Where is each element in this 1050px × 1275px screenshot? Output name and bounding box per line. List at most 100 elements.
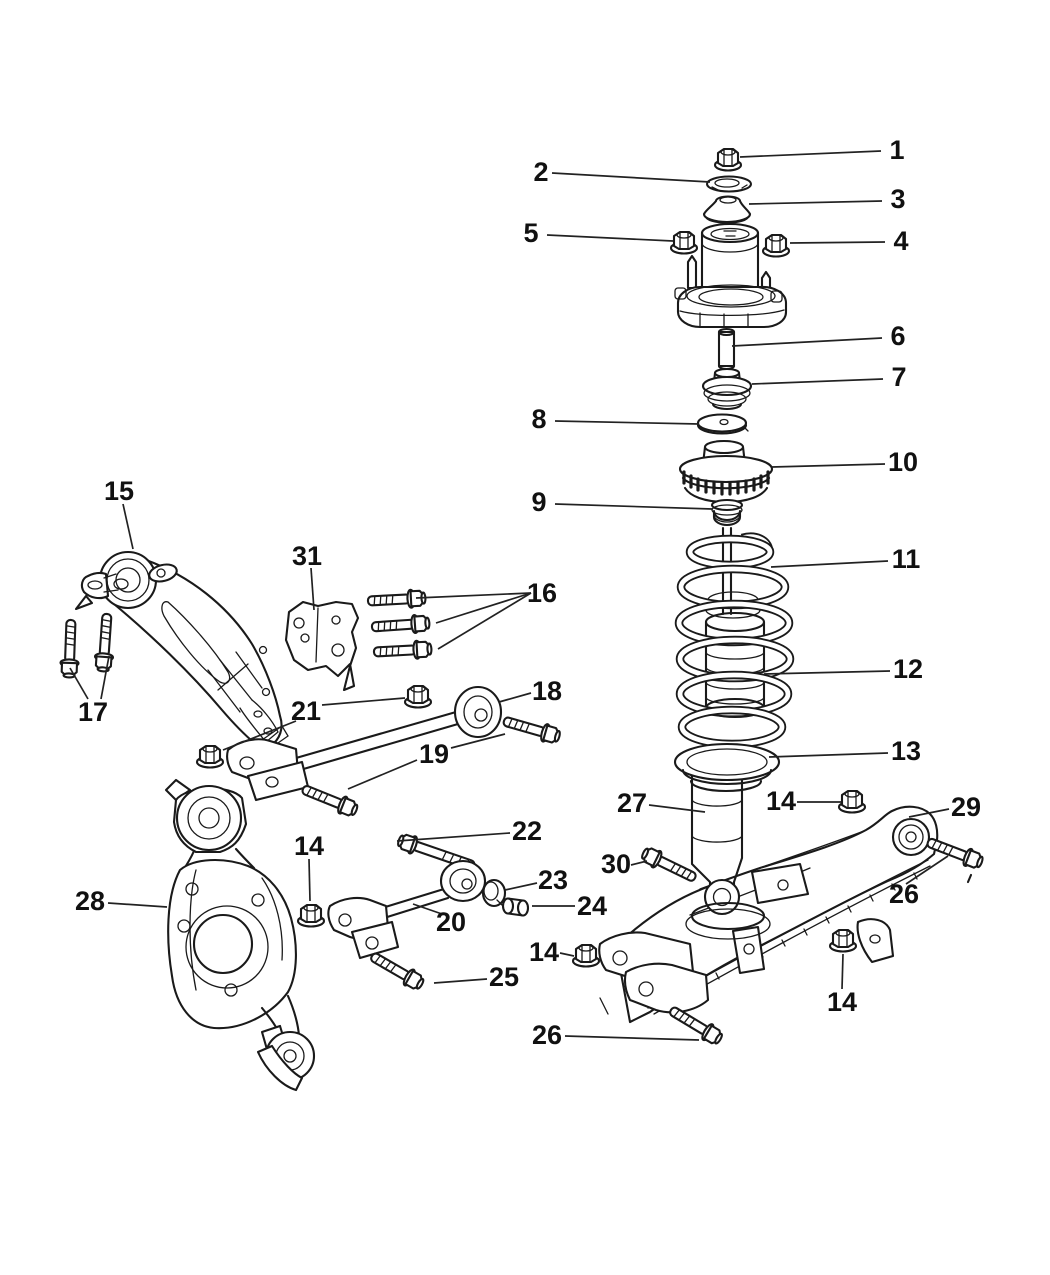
leader-line-16 bbox=[437, 592, 532, 650]
strut-mount bbox=[674, 222, 788, 329]
knuckle-28 bbox=[164, 778, 316, 1092]
leader-line-26 bbox=[905, 855, 949, 885]
lateral-arm-18 bbox=[226, 685, 503, 802]
leader-line-26 bbox=[564, 1035, 700, 1041]
bumper-9 bbox=[710, 498, 744, 527]
arm-fork-plate-b bbox=[624, 962, 710, 1014]
callout-label-24: 24 bbox=[577, 891, 607, 921]
washer-2 bbox=[705, 175, 753, 193]
leader-line-15 bbox=[122, 503, 134, 550]
callout-label-14: 14 bbox=[294, 831, 324, 861]
leader-line-10 bbox=[771, 463, 886, 468]
leader-line-16 bbox=[435, 592, 532, 624]
nut-21a bbox=[403, 684, 433, 709]
leader-line-16 bbox=[415, 592, 532, 599]
leader-line-21 bbox=[222, 720, 297, 751]
leader-line-27 bbox=[648, 804, 706, 813]
leader-line-3 bbox=[748, 200, 883, 205]
arm-front-tab bbox=[80, 571, 110, 600]
callout-label-12: 12 bbox=[893, 654, 923, 684]
leader-line-9 bbox=[554, 503, 713, 510]
washer-23 bbox=[481, 878, 507, 908]
callout-label-21: 21 bbox=[291, 696, 321, 726]
bolt-30 bbox=[638, 843, 700, 888]
leader-line-12 bbox=[763, 670, 891, 675]
leader-line-8 bbox=[554, 420, 700, 425]
arm-bracket-c bbox=[856, 918, 895, 964]
leader-line-19 bbox=[347, 759, 418, 790]
leader-line-25 bbox=[433, 978, 488, 984]
leader-line-1 bbox=[739, 150, 882, 158]
spring-isolator-13 bbox=[673, 742, 781, 793]
bolt-16b bbox=[370, 612, 432, 638]
callout-label-5: 5 bbox=[523, 218, 538, 248]
trailing-arm-upper bbox=[74, 550, 289, 751]
leader-line-14 bbox=[559, 952, 575, 957]
callout-label-26: 26 bbox=[532, 1020, 562, 1050]
nut-14d bbox=[828, 928, 858, 953]
leader-line-21 bbox=[321, 697, 406, 706]
leader-line-18 bbox=[498, 692, 532, 703]
callout-label-16: 16 bbox=[527, 578, 557, 608]
washer-8 bbox=[696, 413, 749, 435]
callout-label-14: 14 bbox=[827, 987, 857, 1017]
nut-14b bbox=[571, 943, 601, 968]
arm-bracket-a bbox=[750, 862, 810, 905]
jounce-bumper-cup-10 bbox=[678, 439, 774, 504]
bolt-19a bbox=[500, 711, 563, 747]
leader-line-28 bbox=[107, 902, 168, 908]
cone-bushing-3 bbox=[702, 195, 752, 224]
leader-line-4 bbox=[789, 241, 886, 244]
leader-line-2 bbox=[551, 172, 711, 183]
callout-label-6: 6 bbox=[890, 321, 905, 351]
callout-label-11: 11 bbox=[892, 544, 921, 574]
dust-boot-12 bbox=[704, 591, 766, 719]
callout-label-31: 31 bbox=[292, 541, 322, 571]
bolt-17b bbox=[92, 612, 118, 674]
callout-label-26: 26 bbox=[889, 879, 919, 909]
leader-line-17 bbox=[100, 655, 110, 700]
bracket-31 bbox=[284, 600, 360, 692]
callouts-layer: 1234567891011121314141414151617181920212… bbox=[69, 135, 981, 1050]
callout-label-14: 14 bbox=[766, 786, 796, 816]
tick-mark bbox=[966, 873, 973, 884]
bushing-24 bbox=[501, 897, 530, 917]
callout-label-10: 10 bbox=[888, 447, 918, 477]
leader-line-20 bbox=[412, 903, 443, 915]
nut-14c bbox=[837, 789, 867, 814]
leader-line-6 bbox=[731, 337, 883, 347]
bolt-25 bbox=[366, 947, 428, 994]
bushing-7 bbox=[701, 367, 753, 411]
leader-line-13 bbox=[768, 752, 889, 758]
leader-line-5 bbox=[546, 234, 674, 242]
callout-label-3: 3 bbox=[890, 184, 905, 214]
shock-absorber-27 bbox=[690, 760, 744, 916]
leader-line-11 bbox=[770, 560, 889, 568]
leader-line-29 bbox=[908, 808, 950, 818]
leader-line-14 bbox=[841, 953, 844, 990]
callout-label-19: 19 bbox=[419, 739, 449, 769]
leader-line-23 bbox=[504, 882, 538, 891]
callout-label-27: 27 bbox=[617, 788, 647, 818]
leader-line-30 bbox=[630, 860, 648, 866]
callout-label-13: 13 bbox=[891, 736, 921, 766]
coil-spring-11 bbox=[674, 532, 795, 749]
leader-line-31 bbox=[310, 567, 315, 611]
callout-label-17: 17 bbox=[78, 697, 108, 727]
callout-label-23: 23 bbox=[538, 865, 568, 895]
callout-label-4: 4 bbox=[893, 226, 908, 256]
nut-14a bbox=[296, 903, 326, 928]
callout-label-28: 28 bbox=[75, 886, 105, 916]
callout-label-20: 20 bbox=[436, 907, 466, 937]
callout-label-22: 22 bbox=[512, 816, 542, 846]
callout-label-29: 29 bbox=[951, 792, 981, 822]
leader-line-22 bbox=[396, 832, 511, 842]
callout-label-7: 7 bbox=[891, 362, 906, 392]
leader-line-19 bbox=[450, 733, 506, 749]
spacer-6 bbox=[717, 327, 736, 371]
nut-21b bbox=[195, 744, 225, 769]
nut-4 bbox=[761, 233, 791, 258]
leader-line-14 bbox=[308, 858, 311, 902]
